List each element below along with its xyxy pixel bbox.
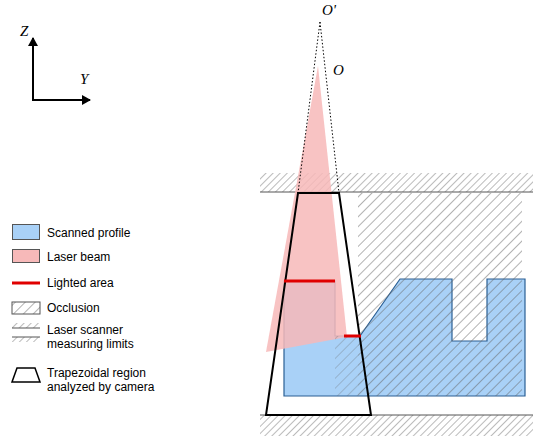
legend-text: Laser scanner measuring limits <box>47 323 167 351</box>
lighted-area <box>344 335 361 338</box>
occlusion <box>335 336 358 396</box>
point-label: O' <box>322 3 336 18</box>
projection-line <box>298 22 320 193</box>
legend-trapezoid-sample <box>12 368 40 382</box>
axis-label: Z <box>20 24 28 39</box>
legend-limit-sample <box>12 337 40 338</box>
legend-swatch <box>12 249 40 263</box>
legend-text: Laser beam <box>47 250 167 264</box>
legend-hatch-sample <box>12 302 40 314</box>
axes <box>32 38 90 101</box>
occlusion <box>358 193 522 396</box>
legend-text: Scanned profile <box>47 226 167 240</box>
legend-limit-sample <box>12 337 40 342</box>
laser-beam <box>266 66 347 352</box>
axis-label: Y <box>80 72 88 87</box>
lighted-area <box>284 280 335 283</box>
legend-limit-sample <box>12 328 40 329</box>
legend-limit-sample <box>12 323 40 328</box>
legend-text: Occlusion <box>47 301 167 315</box>
legend-swatch <box>12 224 40 240</box>
projection-line <box>320 22 339 193</box>
legend-line-sample <box>12 282 40 285</box>
legend-text: Trapezoidal region analyzed by camera <box>47 366 167 394</box>
measuring-limit <box>260 415 533 436</box>
legend-text: Lighted area <box>47 276 167 290</box>
camera-trapezoid <box>266 193 371 415</box>
point-label: O <box>333 63 344 78</box>
